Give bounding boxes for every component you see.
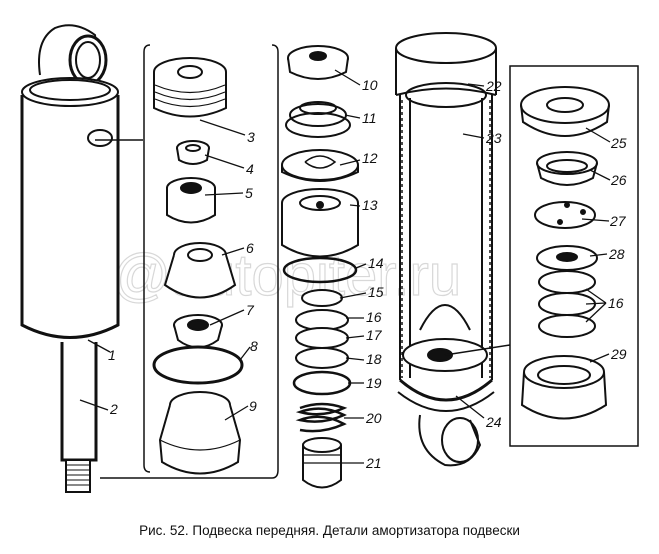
callout-24: 24 [485,414,502,430]
callout-28: 28 [608,246,625,262]
part-27-disc [534,201,596,229]
part-7-valve [173,314,223,349]
callout-1: 1 [108,347,116,363]
callout-4: 4 [246,161,254,177]
callout-23: 23 [485,130,502,146]
callout-12: 12 [362,150,378,166]
callout-21: 21 [365,455,382,471]
part-5-bushing [166,177,216,224]
callout-29: 29 [610,346,627,362]
callout-19: 19 [366,375,382,391]
callout-18: 18 [366,351,382,367]
callout-16: 16 [366,309,382,325]
part-21-nut [302,437,342,489]
callout-5: 5 [245,185,253,201]
part-24-bottom-valve [397,304,495,467]
part-12-plate [281,149,359,182]
part-13-piston [281,188,359,258]
callout-13: 13 [362,197,378,213]
group-bracket-right [100,44,279,479]
callout-20: 20 [365,410,382,426]
part-10-cap [287,45,349,80]
figure-caption: Рис. 52. Подвеска передняя. Детали аморт… [139,523,520,538]
callout-2: 2 [109,401,118,417]
callout-17: 17 [366,327,383,343]
callout-26: 26 [610,172,627,188]
group-bracket-left [143,44,151,473]
part-28-16-discs [536,245,598,338]
callout-10: 10 [362,77,378,93]
part-15-to-19-disc-stack [292,289,352,396]
callout-3: 3 [247,129,255,145]
part-6-guide [163,242,237,299]
part-29-base [520,355,608,420]
callout-25: 25 [610,135,627,151]
part-4-seal [176,140,210,165]
callout-8: 8 [250,338,258,354]
part-20-spring [295,402,348,433]
callout-7: 7 [246,302,255,318]
part-22-23-cylinder [395,32,497,380]
callout-16b: 16 [608,295,624,311]
part-26-seal [536,151,598,186]
callout-27: 27 [609,213,627,229]
part-9-cap [158,391,242,475]
part-8-oring [152,345,244,385]
callout-9: 9 [249,398,257,414]
callout-14: 14 [368,255,384,271]
group-frame [509,65,639,447]
part-3-nut [153,57,227,118]
callout-15: 15 [368,284,384,300]
callout-11: 11 [362,110,377,126]
shock-absorber-body [20,24,143,339]
part-11-spring-washer [285,101,351,138]
piston-rod [60,342,98,493]
callout-22: 22 [485,78,502,94]
part-14-ring [282,256,358,284]
part-25-cap [520,86,610,137]
callout-6: 6 [246,240,254,256]
